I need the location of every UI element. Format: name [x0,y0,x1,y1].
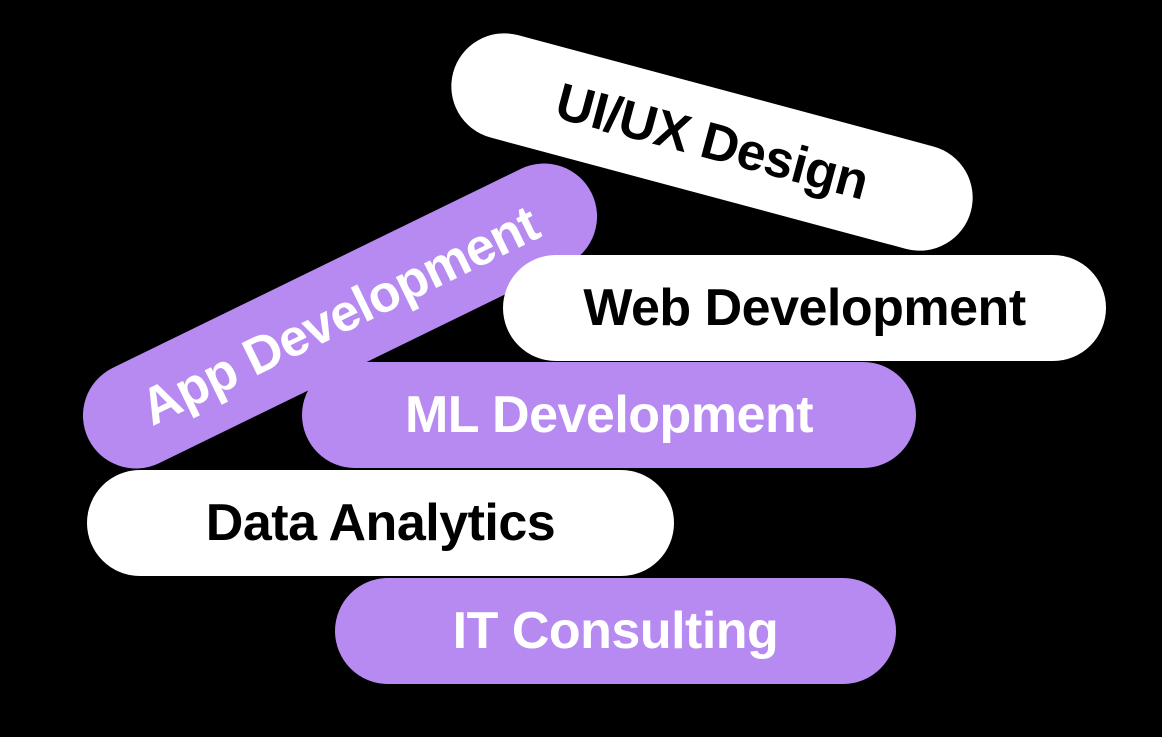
tag-label: Web Development [583,279,1026,337]
tag-label: IT Consulting [452,602,779,660]
tag-label: Data Analytics [205,494,556,552]
tag-ml-development: ML Development [302,362,916,468]
tag-data-analytics: Data Analytics [87,470,674,576]
tag-label: UI/UX Design [549,72,875,212]
tag-label: ML Development [404,386,814,444]
tag-web-development: Web Development [503,255,1106,361]
tag-it-consulting: IT Consulting [335,578,896,684]
